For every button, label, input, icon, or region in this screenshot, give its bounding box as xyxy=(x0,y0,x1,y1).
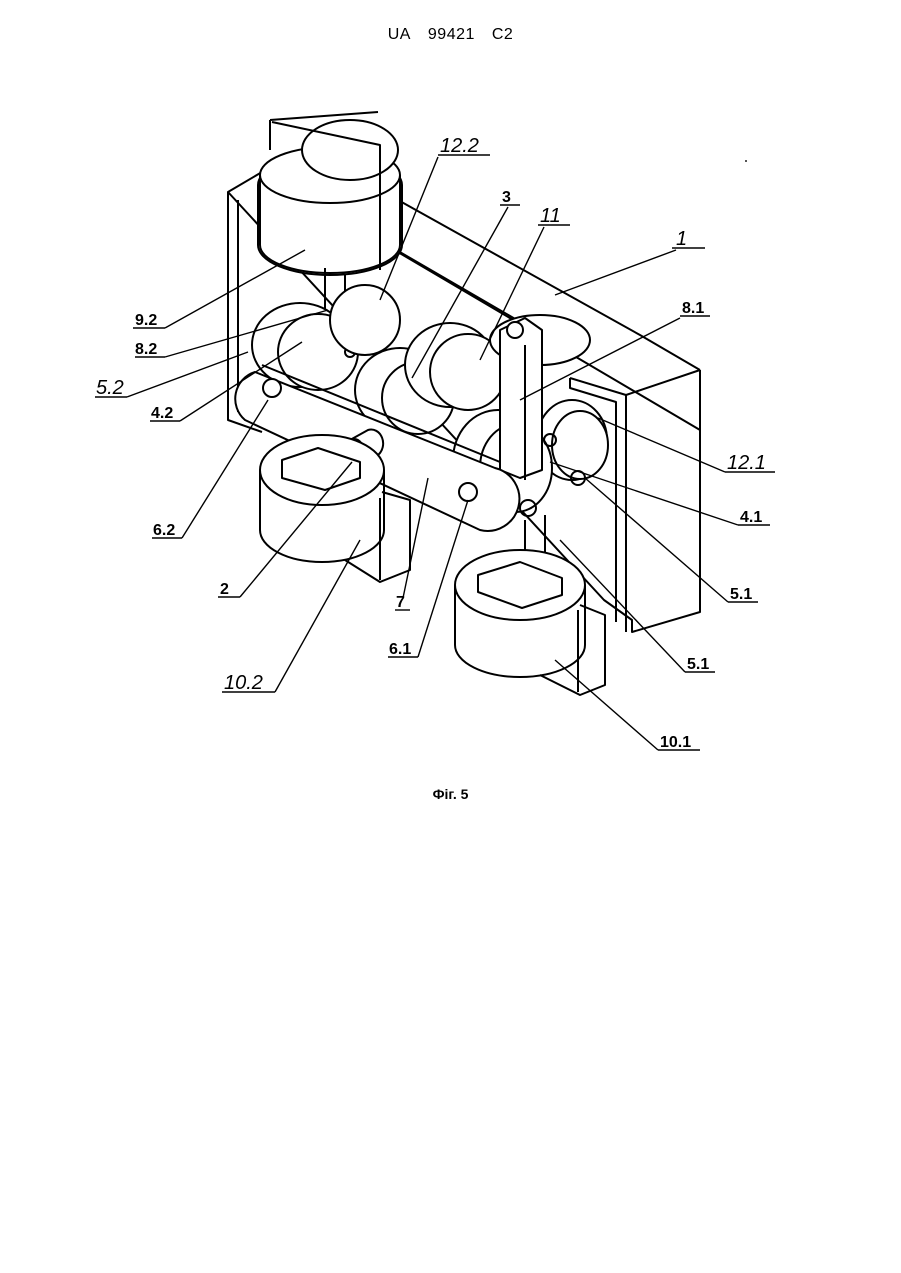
label-6-1: 6.1 xyxy=(389,641,411,658)
label-10-2: 10.2 xyxy=(224,672,263,694)
label-2: 2 xyxy=(220,581,229,598)
label-1: 1 xyxy=(676,228,687,250)
label-12-2: 12.2 xyxy=(440,135,479,157)
label-5-1-lower: 5.1 xyxy=(687,656,709,673)
label-10-1: 10.1 xyxy=(660,734,691,751)
label-8-2: 8.2 xyxy=(135,341,157,358)
cylinder-9-2 xyxy=(258,112,402,275)
label-12-1: 12.1 xyxy=(727,452,766,474)
label-8-1: 8.1 xyxy=(682,300,704,317)
label-3: 3 xyxy=(502,189,511,206)
label-7: 7 xyxy=(396,594,405,611)
figure-caption: Фіг. 5 xyxy=(0,786,901,802)
label-5-1-upper: 5.1 xyxy=(730,586,752,603)
label-9-2: 9.2 xyxy=(135,312,157,329)
label-5-2: 5.2 xyxy=(96,377,124,399)
speck xyxy=(745,160,747,162)
disc-12-2 xyxy=(330,285,400,355)
label-11: 11 xyxy=(540,205,561,227)
label-4-2: 4.2 xyxy=(151,405,173,422)
label-6-2: 6.2 xyxy=(153,522,175,539)
label-4-1: 4.1 xyxy=(740,509,762,526)
